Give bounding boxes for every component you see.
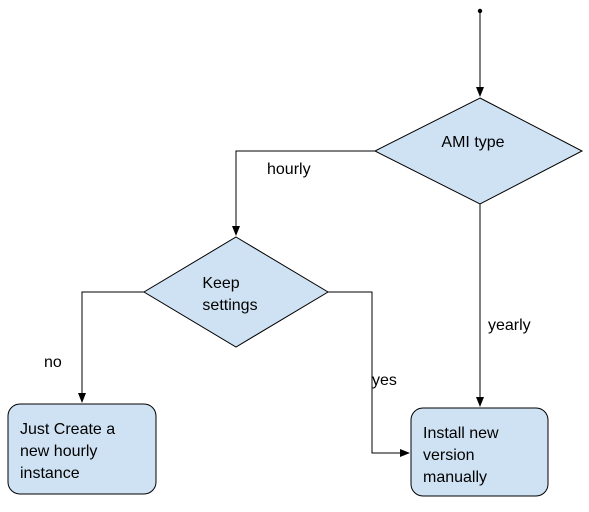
rounded-rect-shape (410, 407, 549, 497)
node-label-line: AMI type (441, 134, 504, 151)
edge-label-no: no (44, 354, 62, 371)
decision-node-keep-settings: Keep settings (143, 236, 329, 348)
edge-label-yes: yes (372, 372, 397, 389)
edge-label-hourly: hourly (267, 161, 311, 178)
diamond-shape (373, 97, 584, 205)
node-label-line: new hourly (20, 443, 97, 460)
rounded-rect-shape (7, 403, 157, 495)
decision-node-ami-type: AMI type (373, 97, 584, 205)
node-label-line: settings (202, 297, 257, 314)
node-label-line: Just Create a (20, 421, 115, 438)
node-label-line: Install new (423, 425, 499, 442)
edge-keep-settings-to-create-hourly (78, 291, 144, 403)
diamond-shape (143, 236, 329, 348)
process-node-create-hourly: Just Create a new hourly instance (7, 403, 157, 495)
process-node-install-manual: Install new version manually (410, 407, 549, 497)
node-label-line: Keep (202, 275, 239, 292)
node-label-line: instance (20, 465, 80, 482)
edge-ami-type-to-keep-settings (232, 150, 375, 236)
edge-keep-settings-to-install-manual (328, 291, 410, 457)
node-label-line: version (423, 447, 475, 464)
edges (78, 8, 484, 457)
node-label-line: manually (423, 469, 487, 486)
edge-label-yearly: yearly (488, 317, 531, 334)
edge-labels: hourly yearly no yes (44, 161, 531, 389)
